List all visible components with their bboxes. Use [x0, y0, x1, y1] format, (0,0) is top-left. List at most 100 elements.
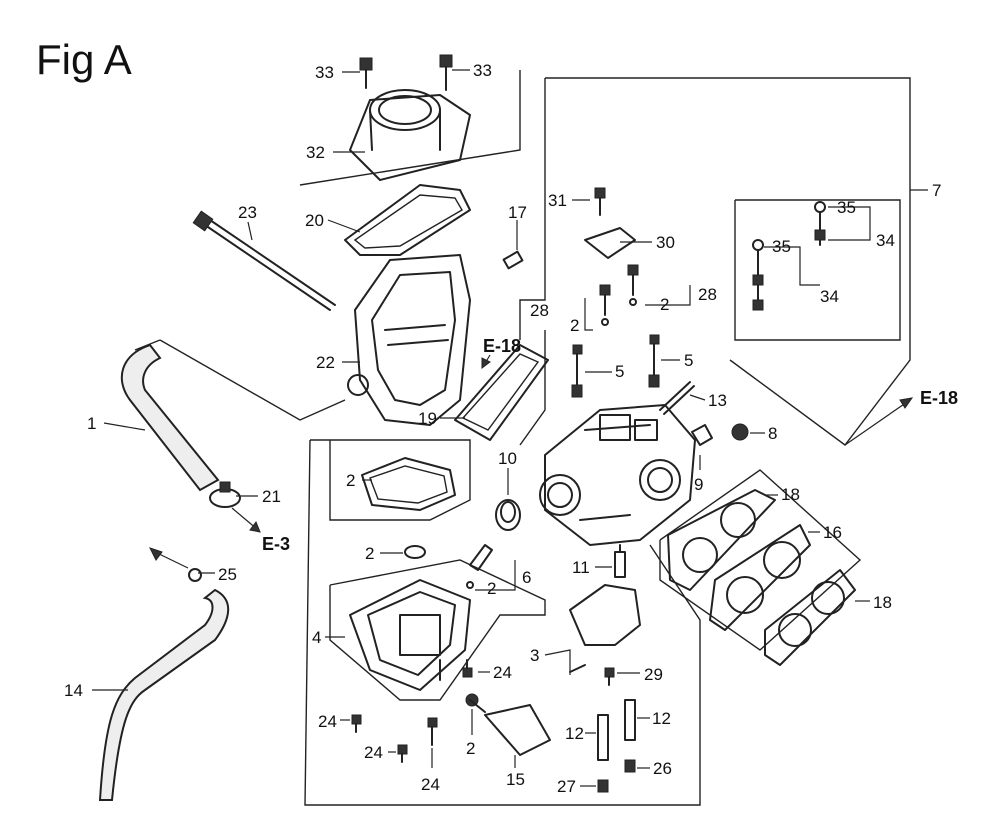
screw-part-28-b: [627, 264, 639, 306]
jet-part-5-a: [571, 344, 583, 398]
flange-part-32: [349, 89, 471, 181]
callout-11: 11: [572, 558, 590, 577]
callout-1: 1: [87, 414, 96, 433]
callout-28-left: 28: [530, 301, 549, 320]
gasket-part-19: [454, 344, 549, 441]
bolt-33-left: [359, 57, 373, 89]
callout-17: 17: [508, 203, 527, 222]
jet-part-11: [614, 544, 626, 578]
callout-9: 9: [694, 475, 703, 494]
spacer-part-16: [709, 524, 811, 631]
screw-part-34-b: [752, 239, 764, 311]
callout-19: 19: [418, 409, 437, 428]
screw-part-28-a: [599, 284, 611, 326]
screw-part-24-a: [462, 659, 473, 678]
fitting-part-9: [691, 424, 713, 446]
float-bowl-part-4: [349, 579, 471, 691]
hose-part-14: [98, 588, 230, 801]
needle-part-6: [466, 544, 493, 589]
callout-2-solenoid: 2: [466, 739, 475, 758]
callout-4: 4: [312, 628, 321, 647]
group-outlines: [134, 70, 911, 806]
callout-5-left: 5: [615, 362, 624, 381]
callout-14: 14: [64, 681, 83, 700]
callout-2-gasket: 2: [346, 471, 355, 490]
pin-part-17: [502, 220, 524, 270]
gasket-part-18-lower: [764, 569, 856, 666]
callout-2-seal: 2: [365, 544, 374, 563]
plug-part-26: [624, 759, 636, 773]
callout-10: 10: [498, 449, 517, 468]
ref-e18-top[interactable]: E-18: [483, 336, 521, 356]
screw-part-34-a: [814, 201, 826, 246]
callout-3: 3: [530, 646, 539, 665]
hose-part-1: [120, 343, 220, 492]
long-bolt-part-23: [192, 210, 336, 311]
callout-35-bottom: 35: [772, 237, 791, 256]
callout-23: 23: [238, 203, 257, 222]
ref-e18-right[interactable]: E-18: [920, 388, 958, 408]
callout-18-upper: 18: [781, 485, 800, 504]
jet-part-5-b: [648, 334, 660, 388]
callout-29: 29: [644, 665, 663, 684]
callout-26: 26: [653, 759, 672, 778]
plug-part-27: [597, 779, 609, 793]
callout-2-needle: 2: [487, 579, 496, 598]
leader-lines: [92, 69, 928, 787]
jet-part-12-b: [624, 699, 636, 741]
callout-31: 31: [548, 191, 567, 210]
carburetor-body: [539, 404, 696, 546]
screw-part-24-b: [351, 714, 362, 733]
callout-28-right: 28: [698, 285, 717, 304]
fitting-part-25: [188, 568, 202, 582]
callout-24-mid: 24: [364, 743, 383, 762]
bolt-33-right: [439, 54, 453, 91]
callout-24-left: 24: [318, 712, 337, 731]
float-part-3: [569, 584, 641, 673]
callout-22: 22: [316, 353, 335, 372]
figure-title: Fig A: [36, 36, 132, 83]
screw-part-24-d: [427, 717, 438, 746]
callout-24-bottom: 24: [421, 775, 440, 794]
screw-part-8: [731, 423, 749, 441]
callout-labels: 33 33 32 20 23 17 22 19 1 21 31 30 28 2 …: [64, 61, 941, 796]
plate-part-30: [584, 227, 636, 259]
callout-15: 15: [506, 770, 525, 789]
callout-18-lower: 18: [873, 593, 892, 612]
callout-30: 30: [656, 233, 675, 252]
seal-part-2-small: [404, 545, 426, 559]
callout-25: 25: [218, 565, 237, 584]
callout-2-left: 2: [570, 316, 579, 335]
callout-33-left: 33: [315, 63, 334, 82]
callout-21: 21: [262, 487, 281, 506]
callout-16: 16: [823, 523, 842, 542]
callout-13: 13: [708, 391, 727, 410]
jet-part-12-a: [597, 714, 609, 761]
callout-6: 6: [522, 568, 531, 587]
callout-20: 20: [305, 211, 324, 230]
callout-5-right: 5: [684, 351, 693, 370]
screw-part-24-c: [397, 744, 408, 763]
callout-33-right: 33: [473, 61, 492, 80]
intake-body-part-22: [347, 254, 471, 426]
section-references: E-18 E-18 E-3: [262, 336, 958, 554]
collar-part-10: [495, 499, 521, 531]
gasket-part-2-chamber: [361, 457, 456, 511]
bolt-part-31: [594, 187, 606, 216]
callout-34-bottom: 34: [820, 287, 839, 306]
ref-e3[interactable]: E-3: [262, 534, 290, 554]
callout-8: 8: [768, 424, 777, 443]
callout-35-top: 35: [837, 198, 856, 217]
clamp-part-21: [209, 481, 241, 508]
callout-24-bowl: 24: [493, 663, 512, 682]
callout-2-right: 2: [660, 295, 669, 314]
callout-12-left: 12: [565, 724, 584, 743]
solenoid-part-15: [469, 699, 551, 756]
pin-part-13: [659, 381, 695, 415]
callout-27: 27: [557, 777, 576, 796]
gasket-part-20: [344, 184, 471, 256]
screw-part-29: [604, 667, 615, 686]
callout-34-top: 34: [876, 231, 895, 250]
